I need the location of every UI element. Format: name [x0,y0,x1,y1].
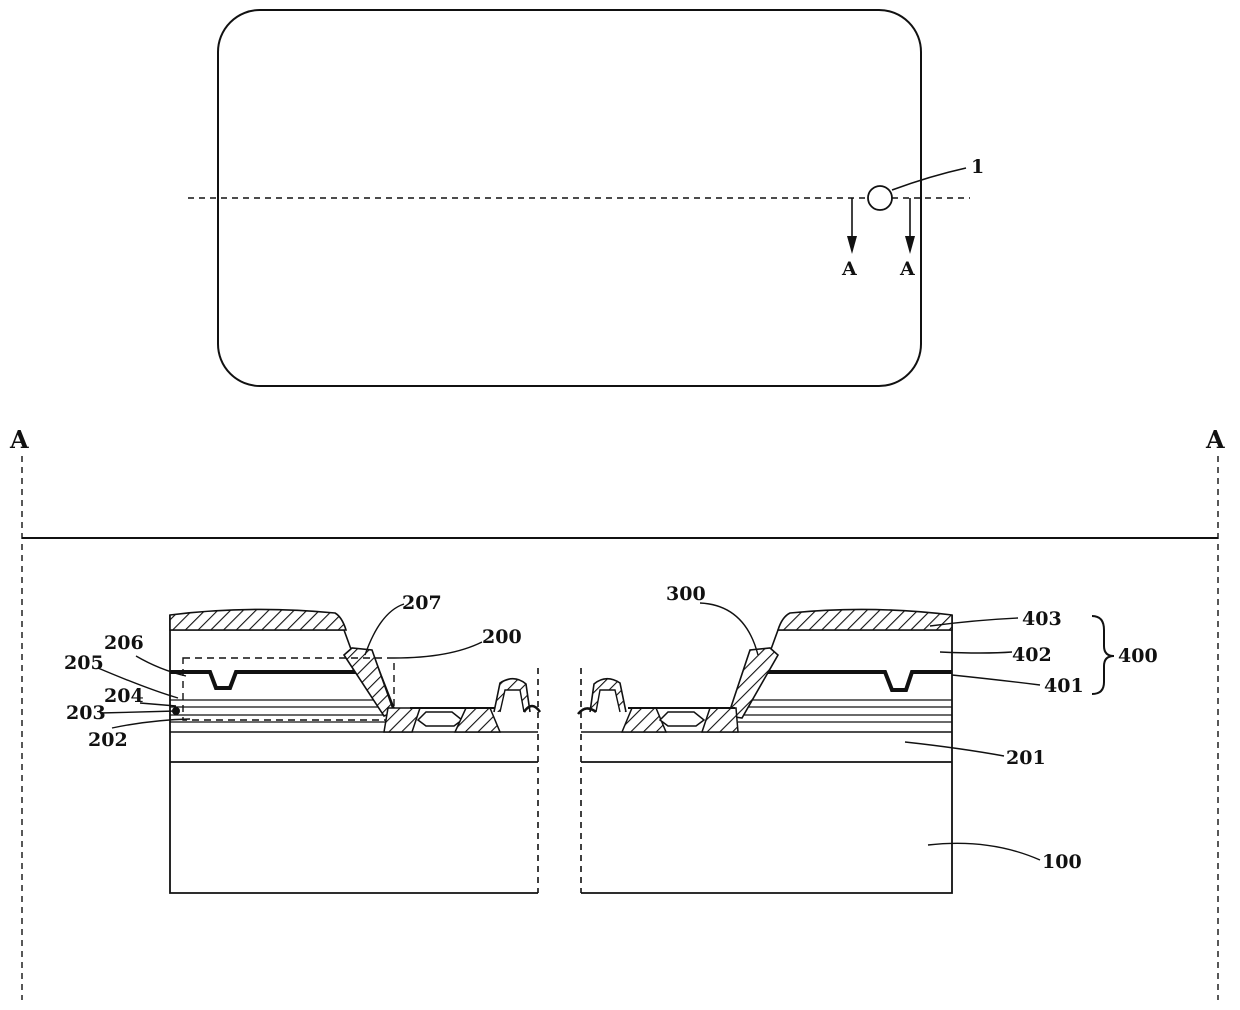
label-200: 200 [482,626,522,648]
label-207: 207 [402,592,442,614]
label-206: 206 [104,632,144,654]
detail-circle [868,186,892,210]
cut-mark-right: A [1205,425,1225,454]
brace-400 [1092,616,1114,694]
label-201: 201 [1006,747,1046,769]
section-mark-right: A [899,258,915,280]
label-403: 403 [1022,608,1062,630]
section-arrow-left: A [841,198,857,280]
cut-mark-left: A [9,425,29,454]
section-mark-left: A [841,258,857,280]
detail-label: 1 [971,156,984,178]
label-202: 202 [88,729,128,751]
label-400: 400 [1118,645,1158,667]
plan-view: 1 A A [188,10,984,386]
section-view: A A [9,425,1225,1000]
label-203: 203 [66,702,106,724]
section-arrow-right: A [899,198,915,280]
encapsulation-right [778,609,952,630]
label-401: 401 [1044,675,1084,697]
encapsulation-left [170,609,346,630]
substrate-left [170,762,538,893]
label-100: 100 [1042,851,1082,873]
label-300: 300 [666,583,706,605]
label-402: 402 [1012,644,1052,666]
left-stack [170,609,540,893]
label-205: 205 [64,652,104,674]
label-204: 204 [104,685,144,707]
right-stack [578,609,952,893]
detail-leader [892,168,966,190]
